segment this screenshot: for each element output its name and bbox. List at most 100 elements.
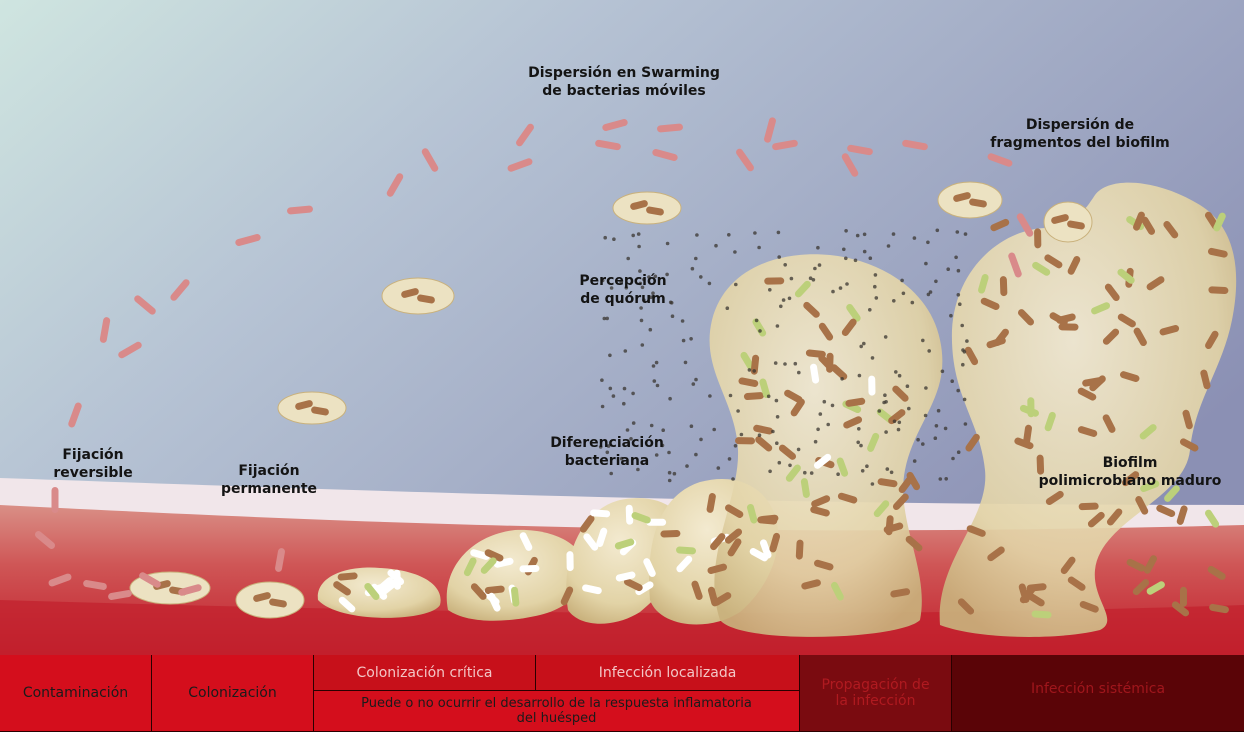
signal-molecule [957,293,961,297]
signal-molecule [823,400,827,404]
signal-molecule [757,246,761,250]
signal-molecule [907,407,911,411]
signal-molecule [927,293,931,297]
signal-molecule [689,337,693,341]
signal-molecule [717,466,721,470]
signal-molecule [924,386,928,390]
signal-molecule [845,282,849,286]
signal-molecule [897,428,901,432]
signal-molecule [831,290,835,294]
signal-molecule [731,477,735,481]
biofilm-bacterium [764,277,784,284]
signal-molecule [963,398,967,402]
signal-molecule [603,236,607,240]
biofilm-bacterium [1208,286,1228,294]
stage-contamination: Contaminación [0,655,152,732]
signal-molecule [666,242,670,246]
signal-molecule [797,448,801,452]
signal-molecule [755,319,759,323]
signal-molecule [775,399,779,403]
signal-molecule [960,324,964,328]
signal-molecule [862,342,866,346]
signal-molecule [692,382,696,386]
signal-molecule [871,482,875,486]
signal-molecule [926,241,930,245]
signal-molecule [858,374,862,378]
signal-molecule [691,267,695,271]
signal-molecule [650,424,654,428]
biofilm-bacterium [1000,276,1008,296]
signal-molecule [840,377,844,381]
signal-molecule [906,384,910,388]
signal-molecule [957,269,961,273]
signal-molecule [726,306,730,310]
signal-molecule [767,395,771,399]
signal-molecule [601,405,605,409]
signal-molecule [777,231,781,235]
biofilm-bacterium [744,392,764,400]
signal-molecule [699,438,703,442]
signal-molecule [924,414,928,418]
biofilm-tower [710,254,943,637]
signal-molecule [777,255,781,259]
biofilm-bacterium [1058,323,1078,330]
label-quorum-sensing: Percepción de quórum [568,272,678,308]
signal-molecule [649,328,653,332]
signal-molecule [661,428,665,432]
signal-molecule [859,345,863,349]
signal-molecule [600,378,604,382]
signal-molecule [609,387,613,391]
signal-molecule [898,374,902,378]
signal-molecule [883,393,887,397]
signal-molecule [788,464,792,468]
signal-molecule [694,453,698,457]
signal-molecule [734,444,738,448]
signal-molecule [949,314,953,318]
signal-molecule [673,472,677,476]
signal-molecule [936,229,940,233]
signal-molecule [624,349,628,353]
signal-molecule [934,280,938,284]
signal-molecule [902,292,906,296]
signal-molecule [927,349,931,353]
signal-molecule [831,404,835,408]
signal-molecule [878,409,882,413]
stage-localized-infection: Infección localizada [536,655,800,691]
signal-molecule [964,422,968,426]
signal-molecule [921,339,925,343]
signal-molecule [875,296,879,300]
signal-molecule [782,298,786,302]
signal-molecule [632,421,636,425]
signal-molecule [608,354,612,358]
signal-molecule [734,283,738,287]
signal-molecule [813,267,817,271]
signal-molecule [916,438,920,442]
signal-molecule [740,433,744,437]
stage-colonization: Colonización [152,655,314,732]
signal-molecule [941,370,945,374]
signal-molecule [865,464,869,468]
signal-molecule [863,233,867,237]
signal-molecule [898,421,902,425]
signal-molecule [788,297,792,301]
signal-molecule [894,370,898,374]
signal-molecule [956,230,960,234]
biofilm-bacterium [735,437,755,444]
signal-molecule [779,305,783,309]
signal-molecule [856,441,860,445]
signal-molecule [958,302,962,306]
signal-molecule [748,368,752,372]
biofilm-bacterium [393,570,401,590]
signal-molecule [963,350,967,354]
signal-molecule [631,234,635,238]
signal-molecule [626,428,630,432]
biofilm-bacterium [868,376,875,396]
signal-molecule [857,427,861,431]
signal-molecule [668,397,672,401]
signal-molecule [951,457,955,461]
stage-inflammatory-response: Puede o no ocurrir el desarrollo de la r… [314,691,800,732]
signal-molecule [911,301,915,305]
signal-molecule [690,424,694,428]
signal-molecule [934,436,938,440]
signal-molecule [776,415,780,419]
